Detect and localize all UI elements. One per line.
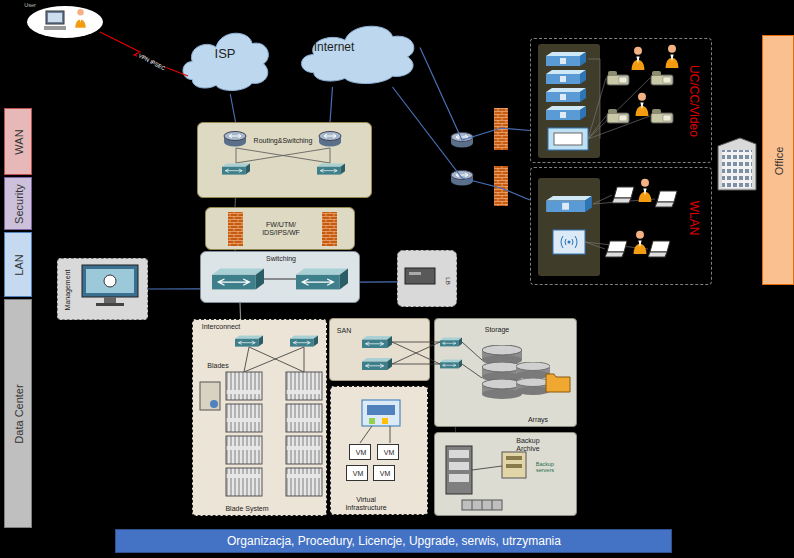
node-label: Management xyxy=(64,270,72,311)
cloud-path xyxy=(183,33,268,90)
node-label: VM xyxy=(356,449,367,457)
layer-band: LAN xyxy=(4,232,32,297)
free-label: User xyxy=(23,2,37,8)
connector-line xyxy=(234,250,235,251)
node-label: Backup servers xyxy=(532,461,558,473)
connector-line xyxy=(330,87,333,122)
zone-box: Backup ArchiveBackup servers xyxy=(434,432,577,516)
node-label: Data Center xyxy=(13,384,25,443)
cloud-path xyxy=(302,26,414,83)
node-label: Interconnect xyxy=(202,323,241,331)
node-label: Organizacja, Procedury, Licencje, Upgrad… xyxy=(227,535,561,548)
zone-box: SAN xyxy=(329,318,430,381)
vm-box: VM xyxy=(349,444,371,460)
node-label: SAN xyxy=(337,327,351,335)
connector-line xyxy=(360,281,397,282)
connector-line xyxy=(455,427,456,432)
layer-band: Data Center xyxy=(4,299,32,528)
footer-bar: Organizacja, Procedury, Licencje, Upgrad… xyxy=(115,529,672,553)
node-label: Backup Archive xyxy=(511,437,545,452)
zone-box: StorageArrays xyxy=(434,318,577,427)
zone-box: FW/UTM/ IDS/IPS/WF xyxy=(205,207,355,250)
zone-box: InterconnectBladesBlade System xyxy=(192,319,327,516)
node-label: VM xyxy=(353,470,364,478)
node-label: VM xyxy=(384,449,395,457)
free-label: VPN IPSEC xyxy=(137,52,168,72)
node-label: Blade System xyxy=(225,505,268,513)
zone-box: LB xyxy=(397,250,457,307)
zone-panel: UC/CC/Video xyxy=(530,38,712,163)
node-label: Virtual Infrastructure xyxy=(337,496,395,511)
vm-box: VM xyxy=(373,465,395,481)
node-label: Blades xyxy=(207,362,228,370)
zone-panel: WLAN xyxy=(530,167,712,285)
node-label: Internet xyxy=(314,41,355,54)
connector-line xyxy=(430,344,434,345)
zone-box: Switching xyxy=(200,251,360,303)
node-label: LAN xyxy=(13,254,25,275)
layer-band: WAN xyxy=(4,108,32,175)
node-label: Routing&Switching xyxy=(254,137,313,145)
node-label: VM xyxy=(380,470,391,478)
node-label: WAN xyxy=(13,129,25,154)
node-label: UC/CC/Video xyxy=(686,65,699,137)
node-label: FW/UTM/ IDS/IPS/WF xyxy=(253,221,309,236)
node-label: Security xyxy=(13,184,25,224)
connector-line xyxy=(234,198,236,207)
connector-line xyxy=(393,87,531,200)
cloud-shape: Internet xyxy=(295,15,420,87)
connector-line xyxy=(230,94,235,122)
zone-box: Routing&Switching xyxy=(197,122,372,198)
vm-box: VM xyxy=(346,465,368,481)
connector-line xyxy=(239,303,241,319)
zone-box: Virtual Infrastructure VM VM VM VM xyxy=(330,386,428,515)
node-label: WLAN xyxy=(686,201,699,236)
connector-line xyxy=(148,288,200,289)
node-label: Arrays xyxy=(528,416,548,424)
node-label: LB xyxy=(445,277,452,284)
connector-line xyxy=(420,47,530,140)
node-label: ISP xyxy=(215,47,236,61)
layer-band: Security xyxy=(4,177,32,230)
node-label: Storage xyxy=(485,326,510,334)
node-label: Office xyxy=(773,147,785,176)
zone-box: Management xyxy=(57,258,148,320)
vm-box: VM xyxy=(377,444,399,460)
node-label: Switching xyxy=(266,255,296,263)
office-band: Office xyxy=(762,35,794,285)
cloud-shape: ISP xyxy=(178,22,273,94)
